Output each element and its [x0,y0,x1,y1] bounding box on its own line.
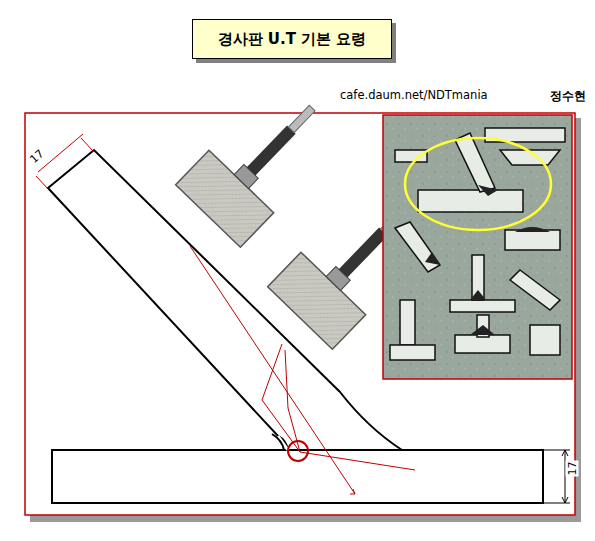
weld-bead [425,185,550,335]
probe [176,77,345,247]
joint-sketch [390,128,565,360]
frame [25,113,575,515]
dimension-arrow [562,450,568,503]
fillet-left [272,434,284,450]
title-text: 경사판 U.T 기본 요령 [218,30,367,49]
highlight-ellipse [405,138,551,230]
title-box: 경사판 U.T 기본 요령 [192,19,392,59]
dimension-text: 17 [566,460,579,476]
credit-url: cafe.daum.net/NDTmania [340,88,488,102]
inclined-plate [48,150,402,450]
dimension-line [36,134,93,189]
photo-inset [383,115,572,379]
defect-circle [288,441,308,461]
dimension-line [544,450,570,503]
credit-author: 정수현 [550,88,586,105]
beam-arrow [350,489,355,494]
base-plate [52,450,543,503]
